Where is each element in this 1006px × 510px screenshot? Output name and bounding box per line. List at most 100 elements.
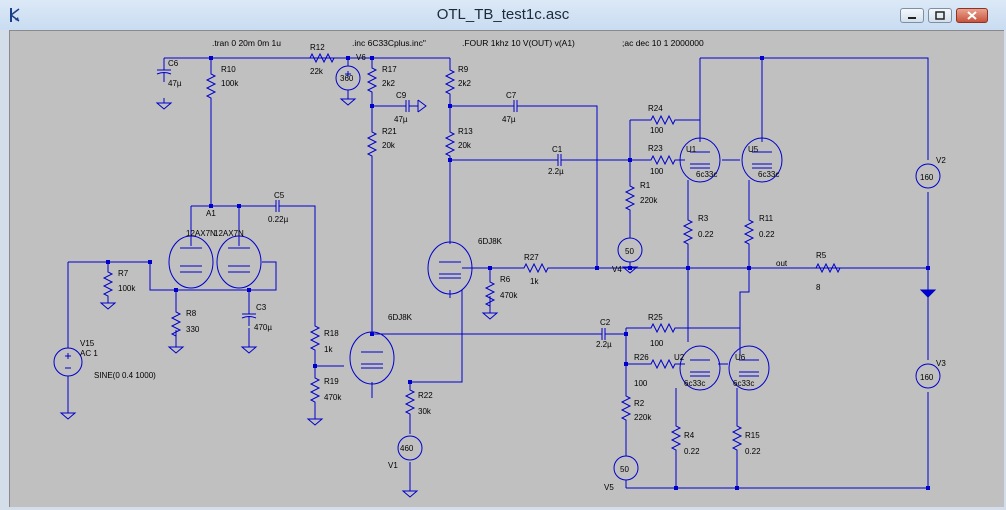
value-r2[interactable]: 220k [634, 413, 652, 422]
value-r18[interactable]: 1k [324, 345, 333, 354]
label-r27[interactable]: R27 [524, 253, 539, 262]
label-c2[interactable]: C2 [600, 318, 611, 327]
value-v1[interactable]: 460 [400, 444, 414, 453]
label-r23[interactable]: R23 [648, 144, 663, 153]
label-v3[interactable]: V3 [936, 359, 946, 368]
label-r3[interactable]: R3 [698, 214, 709, 223]
value-r22[interactable]: 30k [418, 407, 432, 416]
label-u1[interactable]: U1 [686, 145, 697, 154]
value-r3[interactable]: 0.22 [698, 230, 714, 239]
value-r7[interactable]: 100k [118, 284, 136, 293]
label-r21[interactable]: R21 [382, 127, 397, 136]
value-r12[interactable]: 22k [310, 67, 324, 76]
label-r9[interactable]: R9 [458, 65, 469, 74]
value-c7[interactable]: 47µ [502, 115, 516, 124]
value-u6[interactable]: 6c33c [733, 379, 754, 388]
value-r24[interactable]: 100 [650, 126, 664, 135]
value-r9[interactable]: 2k2 [458, 79, 471, 88]
label-r11[interactable]: R11 [759, 214, 774, 223]
value-r6[interactable]: 470k [500, 291, 518, 300]
value-c9[interactable]: 47µ [394, 115, 408, 124]
value-u2[interactable]: 6c33c [684, 379, 705, 388]
label-r18[interactable]: R18 [324, 329, 339, 338]
value-c2[interactable]: 2.2µ [596, 340, 612, 349]
value-r13[interactable]: 20k [458, 141, 472, 150]
value-u5[interactable]: 6c33c [758, 170, 779, 179]
label-r6[interactable]: R6 [500, 275, 511, 284]
label-u2[interactable]: U2 [674, 353, 685, 362]
value-v5[interactable]: 50 [620, 465, 629, 474]
value-r23[interactable]: 100 [650, 167, 664, 176]
value-v4[interactable]: 50 [625, 247, 634, 256]
label-r25[interactable]: R25 [648, 313, 663, 322]
label-a1[interactable]: A1 [206, 209, 216, 218]
label-r22[interactable]: R22 [418, 391, 433, 400]
label-tube-12ax7-a[interactable]: 12AX7N [186, 229, 216, 238]
label-u5[interactable]: U5 [748, 145, 759, 154]
label-c7[interactable]: C7 [506, 91, 517, 100]
label-v5[interactable]: V5 [604, 483, 614, 492]
value-r11[interactable]: 0.22 [759, 230, 775, 239]
value-r26[interactable]: 100 [634, 379, 648, 388]
value-r5[interactable]: 8 [816, 283, 821, 292]
label-r2[interactable]: R2 [634, 399, 645, 408]
maximize-button[interactable] [928, 8, 952, 23]
label-r12[interactable]: R12 [310, 43, 325, 52]
label-c5[interactable]: C5 [274, 191, 285, 200]
value-r27[interactable]: 1k [530, 277, 539, 286]
close-button[interactable] [956, 8, 988, 23]
value-c3[interactable]: 470µ [254, 323, 272, 332]
label-r13[interactable]: R13 [458, 127, 473, 136]
minimize-button[interactable] [900, 8, 924, 23]
directive-tran[interactable]: .tran 0 20m 0m 1u [212, 38, 281, 48]
value-r17[interactable]: 2k2 [382, 79, 395, 88]
value-v6[interactable]: 360 [340, 74, 354, 83]
label-v6[interactable]: V6 [356, 53, 366, 62]
label-r15[interactable]: R15 [745, 431, 760, 440]
directive-inc[interactable]: .inc 6C33Cplus.inc" [352, 38, 426, 48]
label-r10[interactable]: R10 [221, 65, 236, 74]
value-r25[interactable]: 100 [650, 339, 664, 348]
label-c9[interactable]: C9 [396, 91, 407, 100]
value-r4[interactable]: 0.22 [684, 447, 700, 456]
label-r26[interactable]: R26 [634, 353, 649, 362]
label-r24[interactable]: R24 [648, 104, 663, 113]
value-c6[interactable]: 47µ [168, 79, 182, 88]
label-c1[interactable]: C1 [552, 145, 563, 154]
label-r5[interactable]: R5 [816, 251, 827, 260]
directive-ac[interactable]: ;ac dec 10 1 2000000 [622, 38, 704, 48]
value-r19[interactable]: 470k [324, 393, 342, 402]
ground-icon [417, 99, 427, 113]
window-frame [1003, 30, 1006, 510]
value-r10[interactable]: 100k [221, 79, 239, 88]
label-c3[interactable]: C3 [256, 303, 267, 312]
label-v2[interactable]: V2 [936, 156, 946, 165]
label-c6[interactable]: C6 [168, 59, 179, 68]
value-r21[interactable]: 20k [382, 141, 396, 150]
value-v15-sine[interactable]: SINE(0 0.4 1000) [94, 371, 156, 380]
value-v2[interactable]: 160 [920, 173, 934, 182]
label-r19[interactable]: R19 [324, 377, 339, 386]
value-c1[interactable]: 2.2µ [548, 167, 564, 176]
label-tube-6dj8-a[interactable]: 6DJ8K [478, 237, 503, 246]
value-v15[interactable]: AC 1 [80, 349, 98, 358]
value-c5[interactable]: 0.22µ [268, 215, 289, 224]
label-net-out[interactable]: out [776, 259, 788, 268]
label-r4[interactable]: R4 [684, 431, 695, 440]
value-r15[interactable]: 0.22 [745, 447, 761, 456]
label-r1[interactable]: R1 [640, 181, 651, 190]
value-r1[interactable]: 220k [640, 196, 658, 205]
label-v15[interactable]: V15 [80, 339, 95, 348]
label-u6[interactable]: U6 [735, 353, 746, 362]
label-tube-12ax7-b[interactable]: 12AX7N [214, 229, 244, 238]
label-v4[interactable]: V4 [612, 265, 622, 274]
directive-four[interactable]: .FOUR 1khz 10 V(OUT) v(A1) [462, 38, 575, 48]
label-r7[interactable]: R7 [118, 269, 129, 278]
label-r8[interactable]: R8 [186, 309, 197, 318]
label-tube-6dj8-b[interactable]: 6DJ8K [388, 313, 413, 322]
value-v3[interactable]: 160 [920, 373, 934, 382]
label-r17[interactable]: R17 [382, 65, 397, 74]
value-r8[interactable]: 330 [186, 325, 200, 334]
value-u1[interactable]: 6c33c [696, 170, 717, 179]
label-v1[interactable]: V1 [388, 461, 398, 470]
